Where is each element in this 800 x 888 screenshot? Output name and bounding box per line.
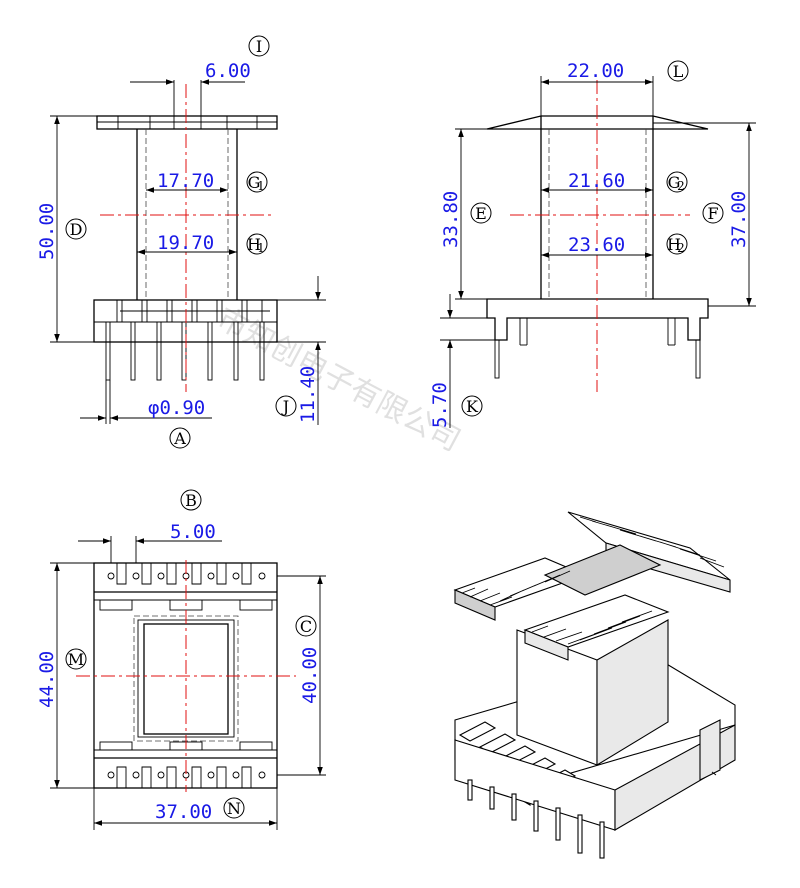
label-e: E xyxy=(470,202,492,224)
svg-text:1: 1 xyxy=(257,179,265,193)
iso-pins xyxy=(467,779,605,859)
dim-pin-length: 11.40 xyxy=(297,366,319,423)
dim-base-width: 37.00 xyxy=(155,801,212,823)
label-g2: G 2 xyxy=(666,171,688,193)
label-f: F xyxy=(702,202,724,224)
dim-inner-width-g1: 17.70 xyxy=(157,170,214,192)
dim-inner-width-g2: 21.60 xyxy=(568,170,625,192)
svg-text:C: C xyxy=(300,617,312,636)
front-view: 6.00 I 50.00 D 17.70 G 1 19.70 H 1 φ0.90… xyxy=(36,35,326,449)
front-pins xyxy=(105,321,265,381)
label-i: I xyxy=(248,35,270,57)
label-c: C xyxy=(295,615,317,637)
label-k: K xyxy=(461,395,483,417)
iso-hatching xyxy=(461,516,725,645)
svg-text:N: N xyxy=(227,799,241,818)
svg-text:E: E xyxy=(475,204,487,223)
bottom-view: 5.00 B 44.00 M 40.00 C 37.00 N xyxy=(36,489,326,830)
svg-text:B: B xyxy=(185,491,197,510)
dim-outer-width-h2: 23.60 xyxy=(568,234,625,256)
svg-text:K: K xyxy=(466,397,479,416)
side-view: 22.00 L 21.60 G 2 23.60 H 2 33.80 E 37.0… xyxy=(429,60,756,428)
label-l: L xyxy=(667,60,689,82)
svg-text:H: H xyxy=(247,235,261,254)
svg-text:M: M xyxy=(68,650,84,669)
label-m: M xyxy=(65,648,87,670)
dim-pin-diameter: φ0.90 xyxy=(148,397,205,419)
label-d: D xyxy=(65,218,87,240)
watermark-text: 市知创电子有限公司 xyxy=(211,301,466,459)
dim-base-depth-40: 40.00 xyxy=(299,647,321,704)
svg-text:F: F xyxy=(707,204,718,223)
label-h2: H 2 xyxy=(666,233,688,255)
svg-text:G: G xyxy=(248,173,261,192)
label-h1: H 1 xyxy=(246,233,268,255)
svg-text:L: L xyxy=(673,62,684,81)
dim-base-depth-44: 44.00 xyxy=(36,651,58,708)
svg-text:A: A xyxy=(173,429,186,448)
label-a: A xyxy=(169,427,191,449)
svg-text:G: G xyxy=(668,173,681,192)
dim-flange-width: 22.00 xyxy=(567,60,624,82)
pin-holes xyxy=(107,572,266,779)
svg-text:2: 2 xyxy=(677,179,685,193)
label-j: J xyxy=(275,395,297,417)
svg-text:D: D xyxy=(70,220,83,239)
dim-overall-height: 50.00 xyxy=(36,203,58,260)
dim-pin-pitch-top: 6.00 xyxy=(205,60,251,82)
isometric-view xyxy=(453,511,736,859)
svg-text:2: 2 xyxy=(677,241,685,255)
dim-slot-pitch: 5.00 xyxy=(170,521,216,543)
svg-text:1: 1 xyxy=(257,241,265,255)
label-n: N xyxy=(223,797,245,819)
dim-flange-height: 37.00 xyxy=(728,191,750,248)
svg-text:J: J xyxy=(281,397,289,416)
label-b: B xyxy=(180,489,202,511)
dim-base-offset: 5.70 xyxy=(429,382,451,428)
svg-text:H: H xyxy=(667,235,681,254)
svg-text:I: I xyxy=(256,37,262,56)
dim-outer-width-h1: 19.70 xyxy=(157,232,214,254)
dim-window-height: 33.80 xyxy=(440,191,462,248)
label-g1: G 1 xyxy=(246,171,268,193)
